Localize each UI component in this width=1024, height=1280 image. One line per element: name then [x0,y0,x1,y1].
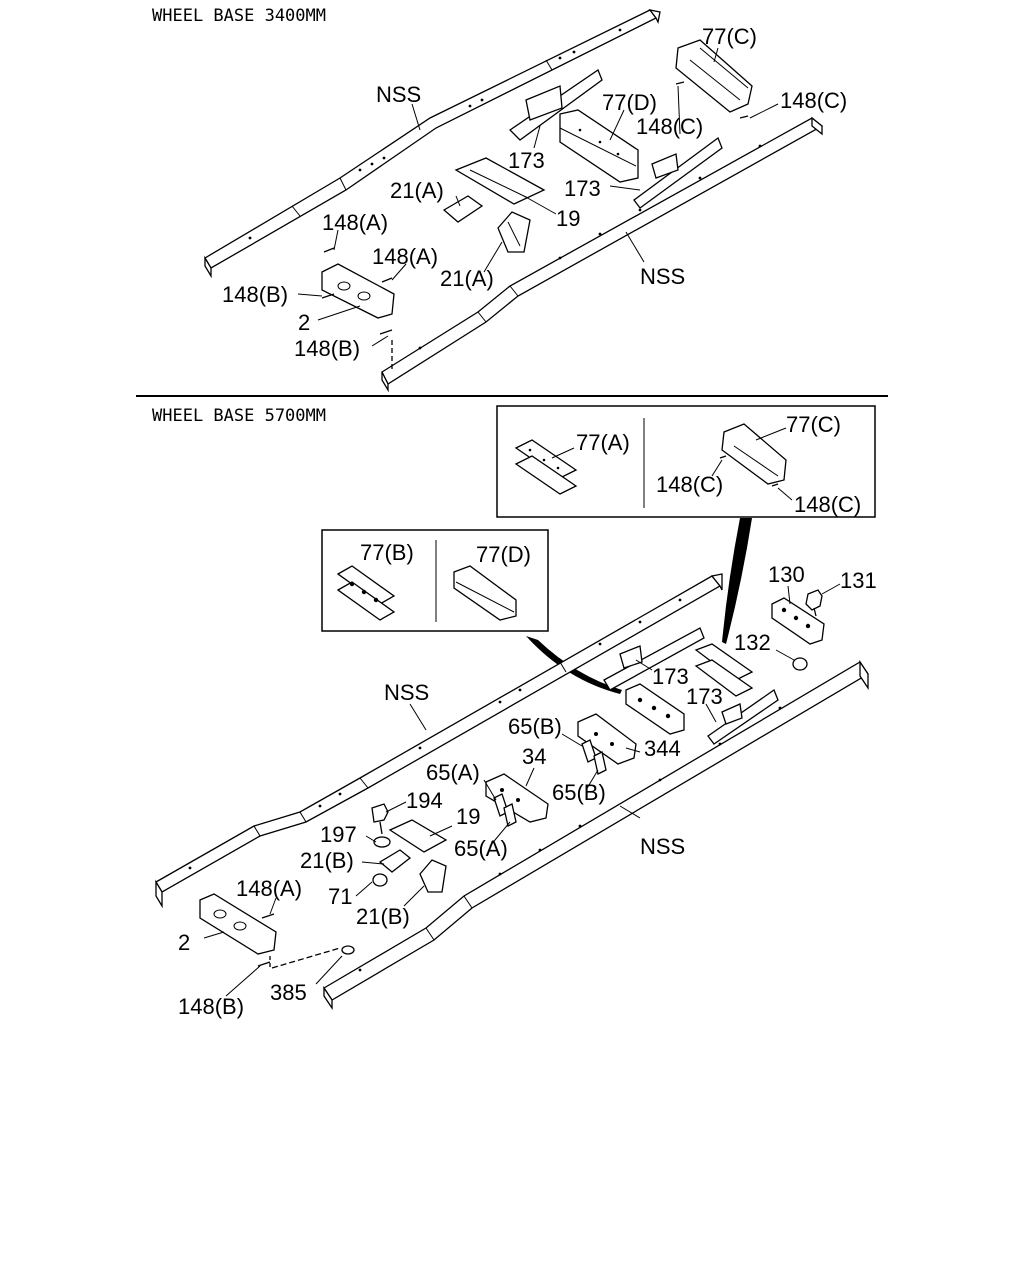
label-65a-upper: 65(A) [426,760,480,785]
inset-77a-77c-leaders [551,427,793,501]
label-71: 71 [328,884,352,909]
label-34: 34 [522,744,546,769]
top-label-21a-large: 21(A) [440,266,494,291]
bottom-bolt-194 [371,803,389,835]
top-gusset-173-left [508,69,603,141]
inset-box-77b-77d [321,529,549,632]
bottom-bracket-21b-large [419,859,447,893]
label-148a: 148(A) [236,876,302,901]
bottom-fasteners [257,913,355,969]
label-nss-left: NSS [384,680,429,705]
top-label-148a-right: 148(A) [372,244,438,269]
bottom-brackets-65 [493,739,607,827]
bottom-bolt-131 [805,589,823,617]
inset-label-148c-left: 148(C) [656,472,723,497]
bottom-crossmember-130 [771,597,825,645]
top-label-21a-small: 21(A) [390,178,444,203]
section-title-3400: WHEEL BASE 3400MM [152,6,326,26]
top-crossmember-77d [559,109,639,183]
bottom-washer-197 [373,836,391,848]
top-left-side-rail [204,9,661,279]
inset-label-148c-right: 148(C) [794,492,861,517]
top-right-side-rail [381,116,824,393]
top-label-148c-mid: 148(C) [636,114,703,139]
top-front-crossmember-2 [321,263,395,319]
label-344: 344 [644,736,681,761]
label-nss-right: NSS [640,834,685,859]
label-132: 132 [734,630,771,655]
label-173-left: 173 [652,664,689,689]
label-21b-large: 21(B) [356,904,410,929]
bottom-gusset-173-right [707,688,779,745]
top-fasteners [321,81,749,372]
top-label-148b-upper: 148(B) [222,282,288,307]
top-label-19: 19 [556,206,580,231]
top-label-nss-right: NSS [640,264,685,289]
label-65b-lower: 65(B) [552,780,606,805]
label-148b: 148(B) [178,994,244,1019]
bottom-crossmember-34 [485,773,549,823]
label-65b-upper: 65(B) [508,714,562,739]
label-130: 130 [768,562,805,587]
bottom-nut-71 [372,873,388,887]
bottom-crossmember-344 [577,713,637,765]
bottom-leader-lines [203,583,841,997]
label-19: 19 [456,804,480,829]
top-crossmember-19 [454,157,546,205]
top-label-148a-left: 148(A) [322,210,388,235]
label-131: 131 [840,568,877,593]
inset-label-77c: 77(C) [786,412,841,437]
bottom-nut-132 [792,657,808,671]
section-title-5700: WHEEL BASE 5700MM [152,406,326,426]
top-crossmember-77c [675,39,753,113]
top-label-148c-right: 148(C) [780,88,847,113]
top-label-173-left: 173 [508,148,545,173]
label-194: 194 [406,788,443,813]
top-label-77d: 77(D) [602,90,657,115]
label-197: 197 [320,822,357,847]
bottom-crossmember-77-upper [694,643,754,697]
inset-box-77a-77c [496,405,876,518]
label-173-right: 173 [686,684,723,709]
bottom-left-side-rail [155,573,723,909]
bottom-crossmember-19 [388,819,448,853]
top-bracket-21a-small [442,195,484,223]
top-label-2: 2 [298,310,310,335]
bottom-crossmember-77-lower [625,683,685,735]
top-label-nss-left: NSS [376,82,421,107]
bottom-front-crossmember-2 [199,893,277,955]
label-385: 385 [270,980,307,1005]
top-bracket-21a-large [497,211,531,253]
bottom-gusset-173-left [603,627,705,691]
top-leader-lines [297,47,779,347]
label-21b-small: 21(B) [300,848,354,873]
inset-label-77b: 77(B) [360,540,414,565]
label-65a-lower: 65(A) [454,836,508,861]
top-label-148b-lower: 148(B) [294,336,360,361]
inset-label-77d: 77(D) [476,542,531,567]
top-gusset-173-right [633,136,723,209]
top-label-173-right: 173 [564,176,601,201]
top-label-77c: 77(C) [702,24,757,49]
bottom-bracket-21b-small [378,849,412,873]
label-2: 2 [178,930,190,955]
bottom-right-side-rail [323,659,869,1011]
inset-label-77a: 77(A) [576,430,630,455]
